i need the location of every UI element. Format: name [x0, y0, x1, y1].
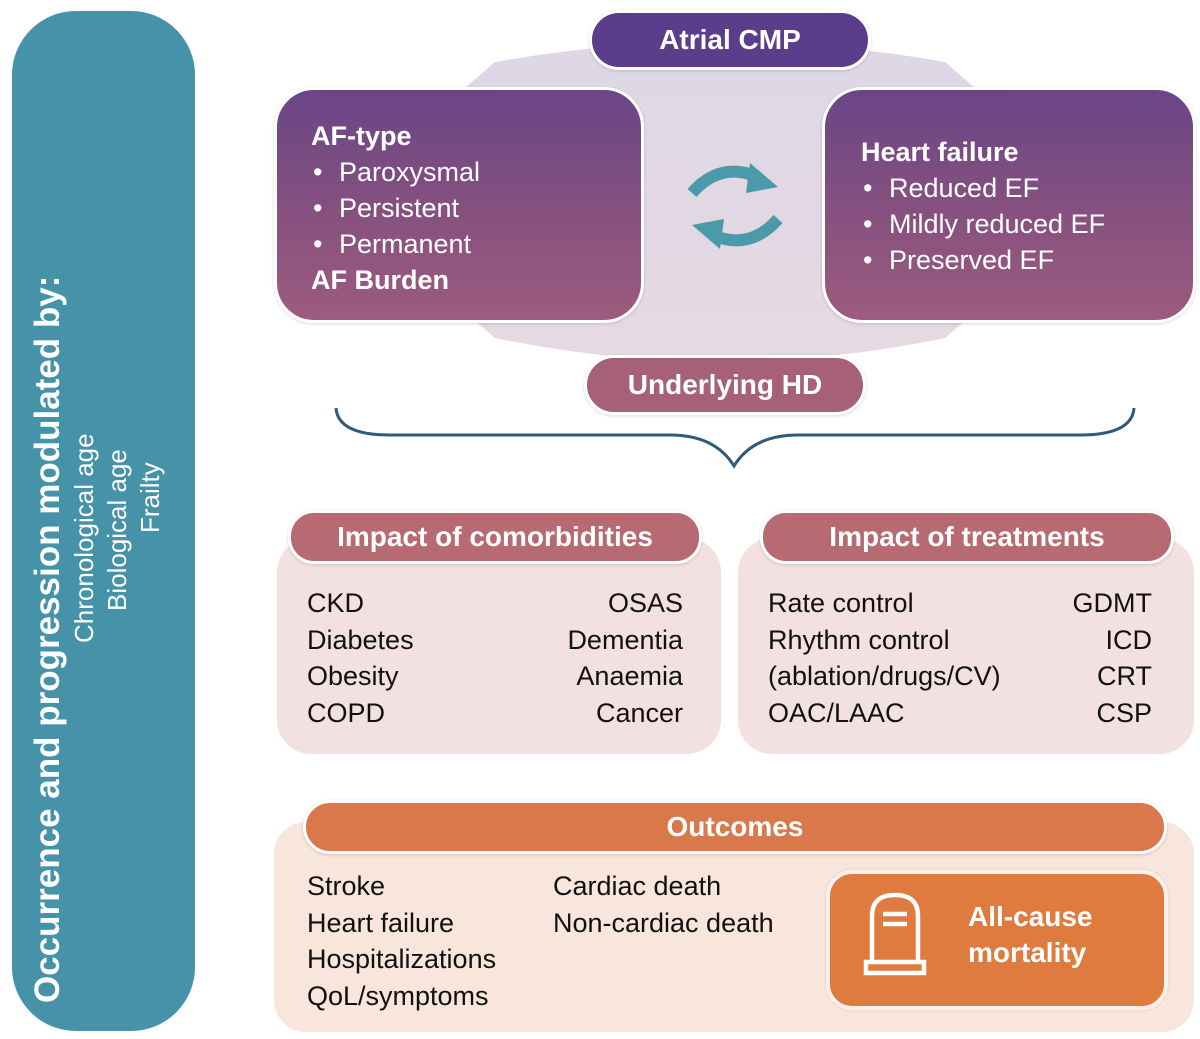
outcome-item: Non-cardiac death: [553, 907, 774, 938]
factor-chronological-age: Chronological age: [69, 433, 99, 643]
af-burden-heading: AF Burden: [311, 265, 449, 295]
treatments-header: Impact of treatments: [760, 510, 1174, 564]
treatments-left-list: Rate control Rhythm control (ablation/dr…: [768, 585, 1001, 731]
factor-frailty: Frailty: [135, 462, 165, 533]
comorbidity-item: Obesity: [307, 661, 399, 691]
treatment-item: CSP: [1096, 697, 1152, 728]
modulator-text: Occurrence and progression modulated by:…: [28, 23, 167, 1003]
treatment-item: ICD: [1105, 624, 1153, 655]
factor-biological-age: Biological age: [102, 449, 132, 611]
modulator-title: Occurrence and progression modulated by:: [28, 275, 67, 1003]
treatment-item: Rate control: [768, 588, 914, 618]
comorbidity-item: OSAS: [607, 588, 683, 618]
treatment-item: Rhythm control: [768, 624, 950, 655]
comorbidities-left-list: CKD Diabetes Obesity COPD: [307, 585, 414, 731]
comorbidity-item: COPD: [307, 697, 386, 728]
comorbidity-item: Anaemia: [576, 661, 683, 691]
all-cause-mortality-box: [826, 870, 1168, 1010]
outcomes-list-2: Cardiac death Non-cardiac death: [553, 868, 774, 941]
treatment-item: OAC/LAAC: [768, 697, 905, 728]
modulator-factors: Chronological age Biological age Frailty: [68, 23, 167, 1003]
atrial-cmp-label: Atrial CMP: [589, 10, 871, 70]
treatments-right-list: GDMT ICD CRT CSP: [1040, 585, 1152, 731]
af-type-item: •Persistent: [313, 193, 460, 223]
cycle-arrows-icon: [687, 163, 783, 249]
comorbidities-header: Impact of comorbidities: [288, 510, 702, 564]
heart-failure-item: •Mildly reduced EF: [863, 209, 1106, 239]
af-type-item: •Permanent: [313, 229, 472, 259]
all-cause-mortality-label: All-cause mortality: [968, 901, 1093, 968]
heart-failure-box: Heart failure •Reduced EF •Mildly reduce…: [822, 87, 1196, 323]
af-type-item: •Paroxysmal: [313, 157, 481, 187]
comorbidity-item: CKD: [307, 588, 365, 618]
treatment-item: (ablation/drugs/CV): [768, 661, 1001, 691]
underlying-hd-label: Underlying HD: [584, 355, 866, 415]
treatment-item: CRT: [1096, 661, 1152, 691]
outcome-item: Heart failure: [307, 907, 455, 938]
comorbidity-item: Diabetes: [307, 624, 414, 655]
comorbidities-right-list: OSAS Dementia Anaemia Cancer: [480, 585, 683, 731]
af-type-box: AF-type •Paroxysmal •Persistent •Permane…: [274, 87, 644, 323]
curly-brace: [334, 407, 1136, 469]
outcome-item: QoL/symptoms: [307, 980, 489, 1011]
modulator-bar: [12, 11, 195, 1031]
heart-failure-item: •Preserved EF: [863, 245, 1055, 275]
comorbidities-panel: [277, 538, 721, 754]
outcome-item: Hospitalizations: [307, 944, 497, 974]
treatment-item: GDMT: [1072, 588, 1152, 618]
heart-failure-item: •Reduced EF: [863, 173, 1040, 203]
af-type-heading: AF-type: [311, 121, 412, 151]
outcomes-list-1: Stroke Heart failure Hospitalizations Qo…: [307, 868, 496, 1014]
outcome-item: Stroke: [307, 871, 386, 901]
treatments-panel: [738, 538, 1194, 754]
outcome-item: Cardiac death: [553, 871, 722, 901]
tombstone-icon: [863, 892, 927, 976]
heart-failure-heading: Heart failure: [861, 137, 1019, 167]
comorbidity-item: Cancer: [595, 697, 683, 728]
comorbidity-item: Dementia: [567, 624, 683, 655]
outcomes-header: Outcomes: [303, 800, 1167, 854]
